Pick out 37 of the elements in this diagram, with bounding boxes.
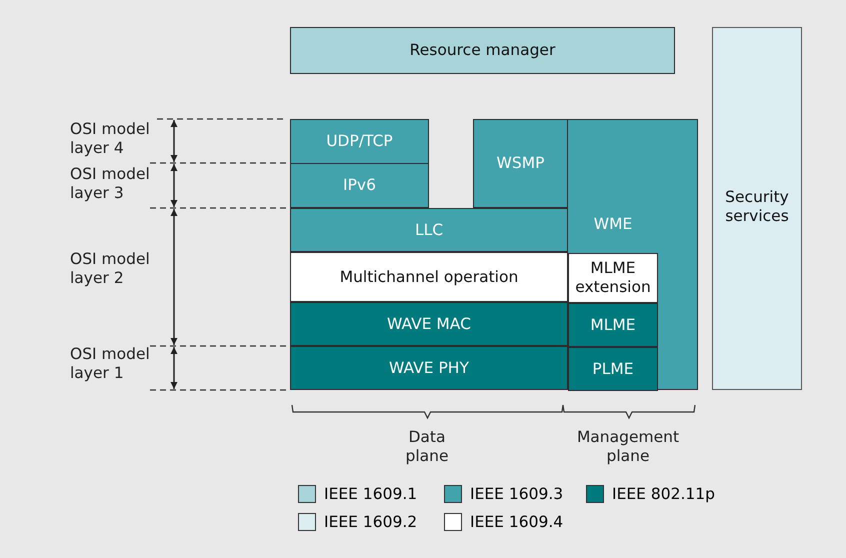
layer-caption: OSI model layer 4	[70, 120, 151, 158]
layer-caption: OSI model layer 2	[70, 250, 151, 288]
layer-caption: Data plane	[404, 428, 450, 466]
layer-box	[568, 347, 658, 391]
manager-box	[290, 27, 675, 74]
layer-caption: Management plane	[576, 428, 680, 466]
layer-label: UDP/TCP	[326, 132, 393, 151]
layer-box	[290, 302, 568, 346]
layer-box	[473, 119, 568, 208]
layer-label: IPv6	[343, 176, 376, 195]
services-box	[712, 27, 802, 390]
layer-label: Security services	[724, 188, 790, 226]
legend-label: IEEE 1609.4	[470, 513, 564, 531]
layer-caption: OSI model layer 1	[70, 345, 151, 383]
layer-box	[568, 253, 658, 303]
legend-label: IEEE 1609.1	[324, 485, 418, 503]
layer-caption: OSI model layer 3	[70, 165, 151, 203]
legend-label: IEEE 1609.2	[324, 513, 418, 531]
layer-box	[290, 252, 568, 302]
layer-label: Resource manager	[410, 41, 556, 60]
layer-label: MLME extension	[574, 259, 652, 297]
management-entity-box	[567, 119, 698, 390]
legend-label: IEEE 1609.3	[470, 485, 564, 503]
layer-label: Multichannel operation	[340, 268, 518, 286]
layer-box	[290, 208, 568, 252]
layer-box	[568, 303, 658, 347]
layer-label: PLME	[592, 360, 634, 378]
layer-label: WAVE MAC	[387, 314, 471, 334]
layer-label: LLC	[414, 220, 444, 240]
layer-label: WAVE PHY	[389, 358, 469, 378]
layer-box	[290, 119, 429, 164]
layer-label: WME	[592, 215, 634, 234]
layer-box	[290, 163, 429, 208]
layer-label: MLME	[590, 316, 636, 334]
layer-label: WSMP	[496, 154, 544, 173]
legend-label: IEEE 802.11p	[612, 485, 715, 503]
layer-box	[290, 346, 568, 390]
